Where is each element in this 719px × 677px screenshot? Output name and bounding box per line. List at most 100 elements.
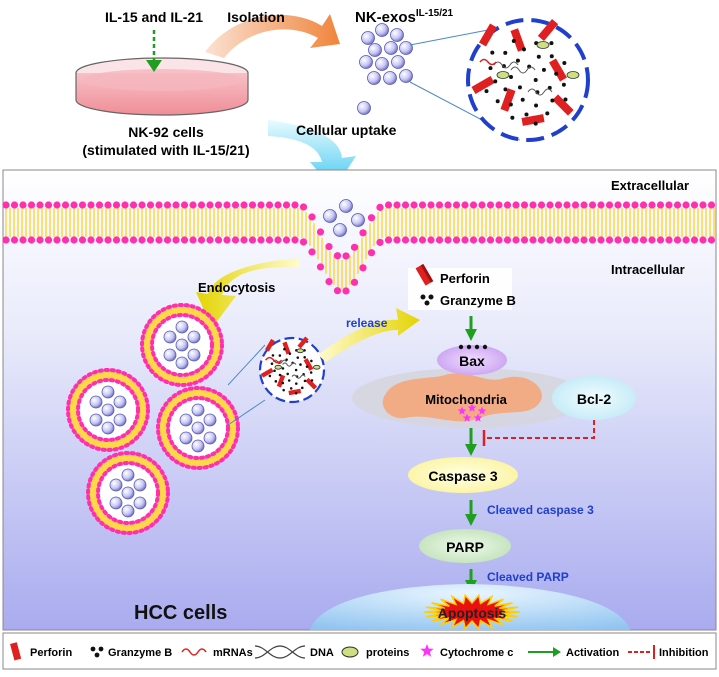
intracellular-label: Intracellular (611, 262, 685, 277)
lipid-head (427, 236, 435, 244)
endosome (140, 303, 224, 387)
lipid-head (665, 236, 673, 244)
mitochondria-label: Mitochondria (425, 392, 507, 407)
lipid-head (376, 203, 384, 211)
mitochondria-region (352, 368, 588, 428)
exos-label-main: NK-exos (355, 9, 416, 26)
granzyme-dot (534, 103, 539, 108)
exosome (187, 348, 201, 362)
lipid-head (325, 242, 333, 251)
lipid-head (478, 236, 486, 244)
lipid-head (350, 278, 359, 286)
release-arrow (318, 308, 420, 362)
exosome (399, 69, 413, 83)
lipid-head (2, 201, 10, 209)
lipid-head (189, 201, 197, 209)
lipid-head (529, 236, 537, 244)
exosome (179, 431, 193, 445)
exosome (133, 496, 147, 510)
lipid-head (384, 201, 393, 209)
lipid-head (36, 201, 44, 209)
endosome (66, 368, 150, 452)
exosome-membrane (466, 18, 590, 142)
exosome (361, 31, 375, 45)
granzyme-dot (490, 50, 495, 55)
granzyme-dot (295, 382, 298, 385)
granzyme-dot (488, 66, 493, 71)
cleaved-caspase3-label: Cleaved caspase 3 (487, 503, 594, 517)
granzyme-dot (303, 379, 307, 383)
lipid-head (104, 201, 112, 209)
lipid-head (699, 201, 707, 209)
lipid-head (554, 201, 563, 209)
lipid-head (240, 236, 248, 244)
cytochrome-stars (457, 403, 487, 422)
exosome (101, 421, 115, 435)
lipid-head (248, 201, 257, 209)
lipid-head (231, 201, 240, 209)
exosome (359, 55, 373, 69)
lipid-head (333, 287, 342, 295)
exosome (109, 496, 123, 510)
exosome (323, 209, 337, 223)
lipid-head (189, 236, 197, 244)
lipid-head (393, 201, 401, 209)
lipid-head (163, 201, 172, 209)
granzyme-dot (536, 54, 541, 59)
lipid-head (95, 201, 104, 209)
legend-label: Granzyme B (108, 647, 172, 659)
lipid-head (53, 236, 61, 244)
legend-proteins: proteins (341, 646, 409, 659)
granzyme-dot (533, 121, 538, 126)
lipid-head (180, 236, 189, 244)
lipid-head (214, 236, 223, 244)
lipid-head (367, 249, 376, 257)
lipid-head (520, 236, 529, 244)
lipid-head (70, 236, 78, 244)
lipid-head (537, 236, 546, 244)
lipid-head (44, 201, 53, 209)
lipid-head (563, 201, 571, 209)
lipid-head (180, 201, 189, 209)
lipid-head (36, 236, 44, 244)
bax-granzyme-dot (458, 344, 464, 350)
legend-label: Cytochrome c (440, 647, 513, 659)
lipid-head (44, 236, 53, 244)
lipid-head (520, 201, 529, 209)
granzyme-dot (273, 369, 276, 373)
granzyme-dot (310, 359, 313, 363)
perforin-icon (510, 28, 526, 52)
lipid-head (291, 201, 299, 209)
granzyme-dot (270, 362, 274, 365)
perforin-icon (288, 388, 302, 396)
perforin-icon (297, 336, 309, 349)
legend-dna: DNA (254, 645, 334, 659)
lipid-head (19, 201, 27, 209)
lipid-head (486, 201, 495, 209)
dna-icon (272, 359, 287, 364)
exosome (113, 395, 127, 409)
lipid-head (308, 213, 316, 221)
legend-box (2, 632, 717, 670)
perforin-icon (276, 374, 286, 388)
granzyme-dot (289, 387, 293, 390)
dna-icon (510, 66, 536, 74)
protein-icon (566, 71, 580, 79)
granzyme-dot (541, 67, 546, 72)
granzyme-dot (521, 47, 526, 52)
exos-label-sup: IL-15/21 (416, 8, 454, 19)
lipid-head (291, 236, 299, 244)
lipid-head (223, 236, 231, 244)
lipid-head (265, 236, 274, 244)
lipid-head (146, 201, 155, 209)
exosome (368, 43, 382, 57)
exosome (187, 330, 201, 344)
granzyme-dot (268, 374, 272, 378)
granzyme-dot (281, 367, 285, 370)
stimulus-arrowhead (146, 60, 162, 72)
granzyme-dot (287, 379, 291, 382)
star-icon (420, 644, 434, 657)
lipid-head (359, 229, 367, 237)
lipid-head (206, 236, 214, 244)
extracellular-label: Extracellular (611, 178, 689, 193)
